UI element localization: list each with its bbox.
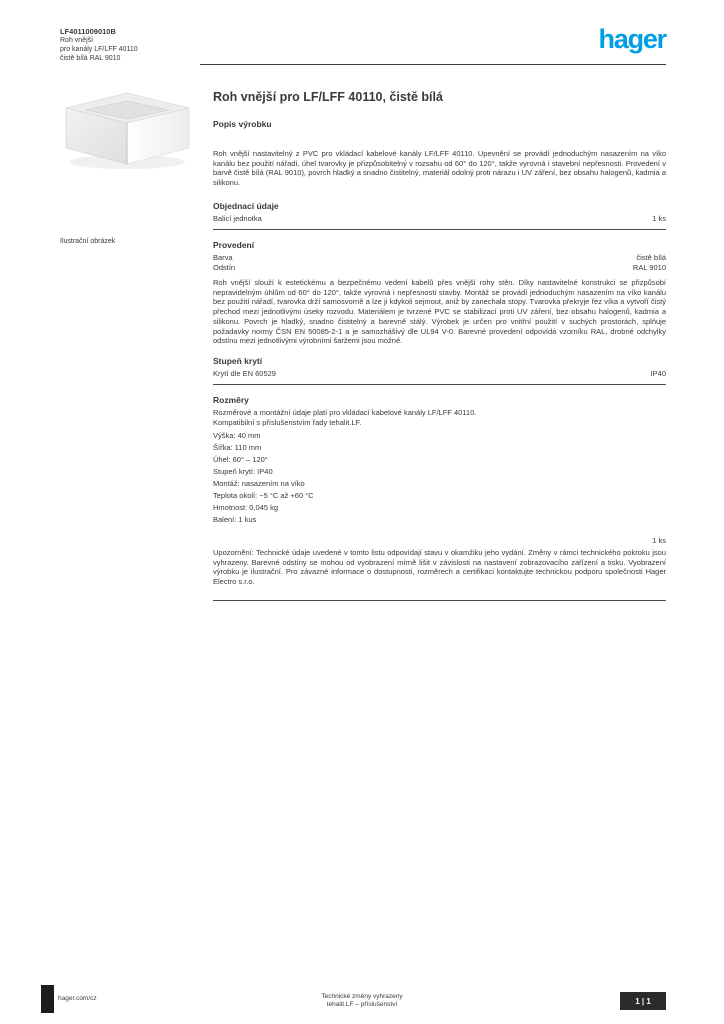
- section-order-data: Objednací údaje Balicí jednotka 1 ks: [213, 201, 666, 230]
- spec-item: Úhel: 60° – 120°: [213, 454, 268, 464]
- image-caption: Ilustrační obrázek: [60, 238, 116, 245]
- row-label: Balicí jednotka: [213, 214, 262, 223]
- main-content: Roh vnější pro LF/LFF 40110, čistě bílá …: [213, 90, 666, 602]
- row-label: Barva: [213, 253, 233, 262]
- section-title: Provedení: [213, 240, 255, 250]
- product-image: [60, 88, 195, 172]
- hager-logo: hager: [598, 24, 667, 54]
- section-title: Rozměry: [213, 394, 249, 405]
- footer-center-text: Technické změny vyhrazeny tehalit.LF – p…: [160, 993, 564, 1009]
- section-intro-2: Kompatibilní s příslušenstvím řady tehal…: [213, 417, 362, 427]
- spec-item: Hmotnost: 0,045 kg: [213, 502, 279, 512]
- note-block: 1 ks Upozornění: Technické údaje uvedené…: [213, 535, 666, 602]
- note-text: Upozornění: Technické údaje uvedené v to…: [213, 547, 666, 587]
- row-value: čistě bílá: [636, 253, 666, 262]
- footer-website-link[interactable]: hager.com/cz: [58, 995, 97, 1002]
- row-label: Krytí dle EN 60529: [213, 368, 276, 378]
- data-row: Barva čistě bílá: [213, 253, 666, 263]
- section-paragraph: Roh vnější slouží k estetickému a bezpeč…: [213, 278, 666, 346]
- data-row: Krytí dle EN 60529 IP40: [213, 369, 666, 379]
- spec-item: Šířka: 110 mm: [213, 442, 262, 452]
- product-name-short: Roh vnější: [60, 37, 94, 44]
- row-value: 1 ks: [652, 214, 666, 223]
- footer-center-line2: tehalit.LF – příslušenství: [326, 1001, 398, 1008]
- spec-item: Stupeň krytí: IP40: [213, 466, 273, 476]
- spec-item: Výška: 40 mm: [213, 430, 261, 440]
- product-reference-block: LF4011009010B Roh vnější pro kanály LF/L…: [60, 27, 210, 63]
- product-description: Roh vnější nastavitelný z PVC pro vkláda…: [213, 149, 666, 187]
- spec-list: Výška: 40 mm Šířka: 110 mm Úhel: 60° – 1…: [213, 430, 666, 526]
- product-range: pro kanály LF/LFF 40110: [60, 46, 138, 53]
- description-heading: Popis výrobku: [213, 119, 272, 129]
- footer-page-box: 1 | 1: [620, 992, 666, 1010]
- row-value: IP40: [650, 368, 666, 378]
- row-value: RAL 9010: [632, 263, 666, 272]
- product-code: LF4011009010B: [60, 27, 116, 36]
- corner-piece-illustration: [65, 92, 190, 169]
- section-title: Objednací údaje: [213, 201, 279, 211]
- spec-item: Montáž: nasazením na víko: [213, 478, 305, 488]
- section-intro: Rozměrové a montážní údaje platí pro vkl…: [213, 407, 477, 417]
- section-protection: Stupeň krytí Krytí dle EN 60529 IP40: [213, 356, 666, 385]
- page-title: Roh vnější pro LF/LFF 40110, čistě bílá: [213, 90, 443, 104]
- spec-item: Balení: 1 kus: [213, 514, 257, 524]
- spec-item: Teplota okolí: −5 °C až +60 °C: [213, 490, 314, 500]
- section-title: Stupeň krytí: [213, 355, 263, 366]
- note-value: 1 ks: [652, 535, 666, 545]
- row-label: Odstín: [213, 263, 236, 272]
- data-row: Balicí jednotka 1 ks: [213, 214, 666, 224]
- header-divider: [200, 64, 666, 65]
- footer-center-line1: Technické změny vyhrazeny: [321, 993, 403, 1000]
- data-row: Odstín RAL 9010: [213, 263, 666, 273]
- section-dimensions: Rozměry Rozměrové a montážní údaje platí…: [213, 395, 666, 526]
- section-finish: Provedení Barva čistě bílá Odstín RAL 90…: [213, 240, 666, 346]
- product-color: čistě bílá RAL 9010: [60, 55, 121, 62]
- footer-accent-bar: [41, 985, 54, 1013]
